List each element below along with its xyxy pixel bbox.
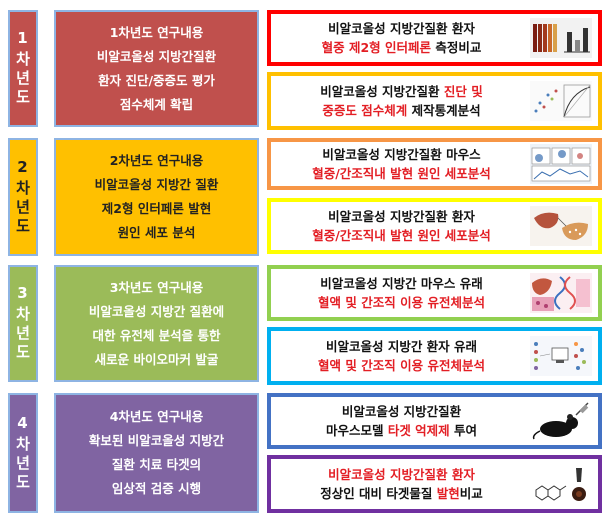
- year-3-desc-line-2: 비알코올성 지방간 질환에: [88, 303, 225, 319]
- year-4-desc-line-2: 확보된 비알코올성 지방간: [88, 433, 225, 448]
- year-2-desc-line-4: 원인 세포 분석: [117, 225, 196, 240]
- year-3-desc-line-1: 3차년도 연구내용: [109, 279, 204, 295]
- tissue-dna-icon: [530, 273, 592, 313]
- year-2-label: 2차년도: [13, 157, 32, 237]
- year-3-task-1: 비알코올성 지방간 마우스 유래 혈액 및 간조직 이용 유전체분석: [267, 265, 602, 321]
- year-1-label: 1차년도: [13, 29, 32, 108]
- year-2-label-box: 2차년도: [8, 138, 38, 256]
- liver-illustration-icon: [530, 206, 592, 246]
- task-2-2-line-2-red: 혈중/간조직내 발현 원인 세포분석: [312, 228, 491, 243]
- task-4-1-line-2-red: 타겟 억제제: [387, 423, 450, 438]
- year-3-task-2: 비알코올성 지방간 환자 유래 혈액 및 간조직 이용 유전체분석: [267, 327, 602, 385]
- year-3-label: 3차년도: [13, 284, 32, 363]
- molecule-tube-icon: [535, 468, 586, 501]
- task-1-1-line-1: 비알코올성 지방간질환 환자: [328, 21, 475, 36]
- year-1-desc-line-3: 환자 진단/중증도 평가: [98, 72, 215, 88]
- genome-analysis-icon: [530, 336, 592, 376]
- task-1-1-line-2-black: 측정비교: [431, 40, 482, 55]
- year-1-description-box: 1차년도 연구내용 비알코올성 지방간질환 환자 진단/중증도 평가 점수체계 …: [54, 10, 259, 127]
- statistics-plot-icon: [530, 81, 592, 121]
- task-1-2-line-1-red: 진단 및: [443, 84, 483, 99]
- task-3-1-line-1: 비알코올성 지방간 마우스 유래: [320, 276, 483, 291]
- task-2-2-line-1: 비알코올성 지방간질환 환자: [328, 209, 475, 224]
- year-1-label-box: 1차년도: [8, 10, 38, 127]
- task-3-2-line-1: 비알코올성 지방간 환자 유래: [325, 339, 478, 354]
- year-1-task-1: 비알코올성 지방간질환 환자 혈중 제2형 인터페론 측정비교: [267, 10, 602, 66]
- year-2-desc-line-2: 비알코올성 지방간 질환: [94, 177, 219, 192]
- year-4-task-1: 비알코올성 지방간질환 마우스모델 타겟 억제제 투여: [267, 393, 602, 449]
- year-2-desc-line-1: 2차년도 연구내용: [109, 153, 204, 168]
- task-1-1-line-2-red: 혈중 제2형 인터페론: [321, 40, 432, 55]
- year-1-desc-line-2: 비알코올성 지방간질환: [96, 48, 217, 64]
- year-2-task-2: 비알코올성 지방간질환 환자 혈중/간조직내 발현 원인 세포분석: [267, 198, 602, 254]
- task-1-2-line-2-black: 제작통계분석: [407, 103, 481, 118]
- flow-cytometry-icon: [530, 144, 592, 184]
- task-4-2-line-2-black-2: 비교: [459, 486, 483, 501]
- task-4-1-line-2-black-2: 투여: [449, 423, 478, 438]
- task-1-2-line-2-red: 중증도 점수체계: [322, 103, 408, 118]
- year-4-desc-line-4: 임상적 검증 시행: [111, 481, 202, 496]
- year-4-description-box: 4차년도 연구내용 확보된 비알코올성 지방간 질환 치료 타겟의 임상적 검증…: [54, 393, 259, 513]
- task-3-2-line-2-red: 혈액 및 간조직 이용 유전체분석: [318, 358, 485, 373]
- task-4-1-line-1: 비알코올성 지방간질환: [341, 404, 462, 419]
- year-4-label-box: 4차년도: [8, 393, 38, 513]
- task-2-1-line-2-red: 혈중/간조직내 발현 원인 세포분석: [312, 166, 491, 181]
- task-2-1-line-1: 비알코올성 지방간질환 마우스: [322, 147, 481, 162]
- year-1-desc-line-1: 1차년도 연구내용: [109, 24, 204, 40]
- year-1-task-2: 비알코올성 지방간질환 진단 및 중증도 점수체계 제작통계분석: [267, 72, 602, 130]
- year-3-desc-line-4: 새로운 바이오마커 발굴: [94, 351, 219, 367]
- task-4-2-line-1-red: 비알코올성 지방간질환 환자: [328, 467, 475, 482]
- year-2-task-1: 비알코올성 지방간질환 마우스 혈중/간조직내 발현 원인 세포분석: [267, 138, 602, 190]
- task-3-1-line-2-red: 혈액 및 간조직 이용 유전체분석: [318, 295, 485, 310]
- task-1-2-line-1-black: 비알코올성 지방간질환: [320, 84, 444, 99]
- year-1-desc-line-4: 점수체계 확립: [119, 96, 194, 112]
- year-4-label: 4차년도: [13, 413, 32, 493]
- year-3-label-box: 3차년도: [8, 265, 38, 382]
- mouse-injection-icon: [532, 402, 589, 440]
- year-3-desc-line-3: 대한 유전체 분석을 통한: [92, 327, 221, 343]
- year-2-description-box: 2차년도 연구내용 비알코올성 지방간 질환 제2형 인터페론 발현 원인 세포…: [54, 138, 259, 256]
- year-2-desc-line-3: 제2형 인터페론 발현: [101, 201, 212, 216]
- task-4-1-line-2-black: 마우스모델: [325, 423, 388, 438]
- task-4-2-line-2-black: 정상인 대비 타겟물질: [320, 486, 437, 501]
- year-3-description-box: 3차년도 연구내용 비알코올성 지방간 질환에 대한 유전체 분석을 통한 새로…: [54, 265, 259, 382]
- year-4-desc-line-3: 질환 치료 타겟의: [111, 457, 202, 472]
- year-4-desc-line-1: 4차년도 연구내용: [109, 409, 204, 424]
- year-4-task-2: 비알코올성 지방간질환 환자 정상인 대비 타겟물질 발현비교: [267, 455, 602, 513]
- blood-tubes-chart-icon: [530, 18, 592, 58]
- task-4-2-line-2-red: 발현: [436, 486, 460, 501]
